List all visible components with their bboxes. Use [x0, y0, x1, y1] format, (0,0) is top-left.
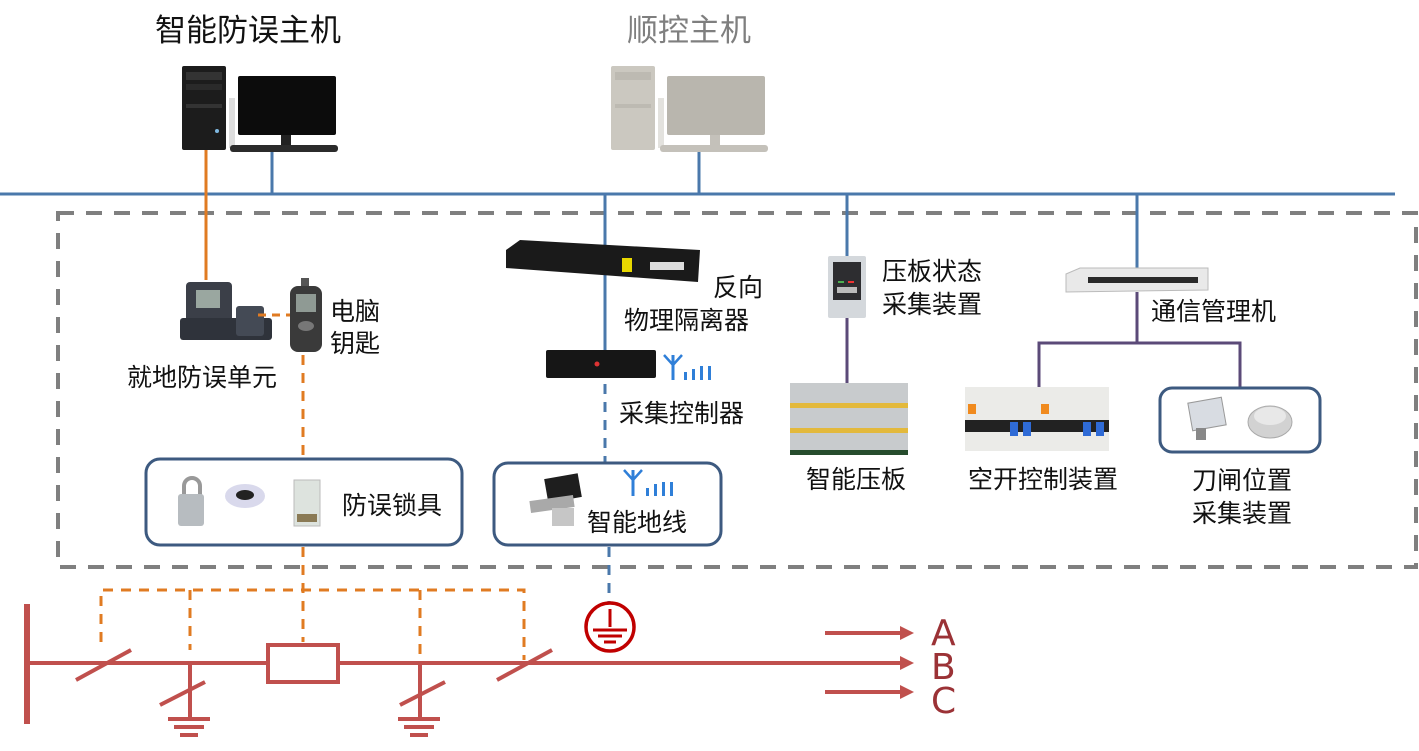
earthing-switch-2: [398, 663, 446, 737]
computer-key-label-line2: 钥匙: [330, 329, 381, 358]
switch-position-sensor-box-icon[interactable]: [1187, 396, 1227, 440]
controller-wireless-icon: [663, 354, 711, 380]
interlock-orange-dash-frame: [99, 588, 526, 660]
switch-position-group-box: [1158, 386, 1322, 454]
plate-status-label-line1: 压板状态: [882, 257, 983, 286]
smart-ground-clamp-icon[interactable]: [529, 473, 582, 526]
arrow-c: [900, 685, 914, 699]
breaker-control-label: 空开控制装置: [968, 465, 1119, 494]
switch-position-label-line1: 刀闸位置: [1192, 466, 1293, 495]
sequence-control-host-pc-icon[interactable]: [611, 66, 768, 152]
disconnector-1: [75, 648, 132, 682]
phase-a-label: A: [931, 613, 956, 654]
phase-c-label: C: [931, 681, 957, 722]
collector-controller-label: 采集控制器: [619, 399, 745, 428]
padlock-icon[interactable]: [178, 476, 204, 526]
computer-key-label-line1: 电脑: [330, 297, 381, 326]
switch-position-sensor-disc-icon[interactable]: [1247, 405, 1293, 439]
computer-key-device-icon[interactable]: [290, 278, 322, 352]
cabinet-lock-icon[interactable]: [293, 479, 321, 527]
ground-wireless-icon: [623, 469, 673, 496]
ground-lock-icon[interactable]: [225, 484, 265, 508]
local-unit-label: 就地防误单元: [127, 363, 278, 392]
sequence-control-host-label: 顺控主机: [627, 13, 751, 49]
smart-plate-panel-icon[interactable]: [790, 383, 908, 455]
breaker-control-device-icon[interactable]: [965, 387, 1109, 451]
disconnector-2: [496, 648, 553, 682]
comm-manager-device-icon[interactable]: [1065, 267, 1209, 293]
collector-controller-device-icon[interactable]: [546, 350, 656, 378]
comm-manager-label: 通信管理机: [1151, 297, 1277, 326]
smart-ground-label: 智能地线: [587, 508, 688, 537]
isolator-label-line1: 反向: [713, 273, 764, 302]
protective-earth-icon: [584, 601, 636, 653]
reverse-isolator-device-icon[interactable]: [506, 240, 700, 282]
phase-b-label: B: [931, 647, 956, 688]
arrow-b: [900, 656, 914, 670]
local-unit-device-icon[interactable]: [180, 282, 272, 340]
smart-plate-label: 智能压板: [806, 465, 907, 494]
circuit-breaker: [266, 643, 340, 684]
comm-manager-purple-tree: [1037, 341, 1242, 388]
earthing-switch-1: [159, 663, 210, 737]
locks-label: 防误锁具: [342, 491, 443, 520]
isolator-label-line2: 物理隔离器: [624, 306, 750, 335]
anti-misoperation-host-label: 智能防误主机: [155, 13, 341, 49]
plate-status-label-line2: 采集装置: [882, 290, 983, 319]
arrow-a: [900, 626, 914, 640]
anti-misoperation-host-pc-icon[interactable]: [182, 66, 338, 152]
switch-position-label-line2: 采集装置: [1192, 499, 1293, 528]
plate-status-device-icon[interactable]: [828, 256, 866, 318]
station-boundary: [56, 211, 1418, 569]
